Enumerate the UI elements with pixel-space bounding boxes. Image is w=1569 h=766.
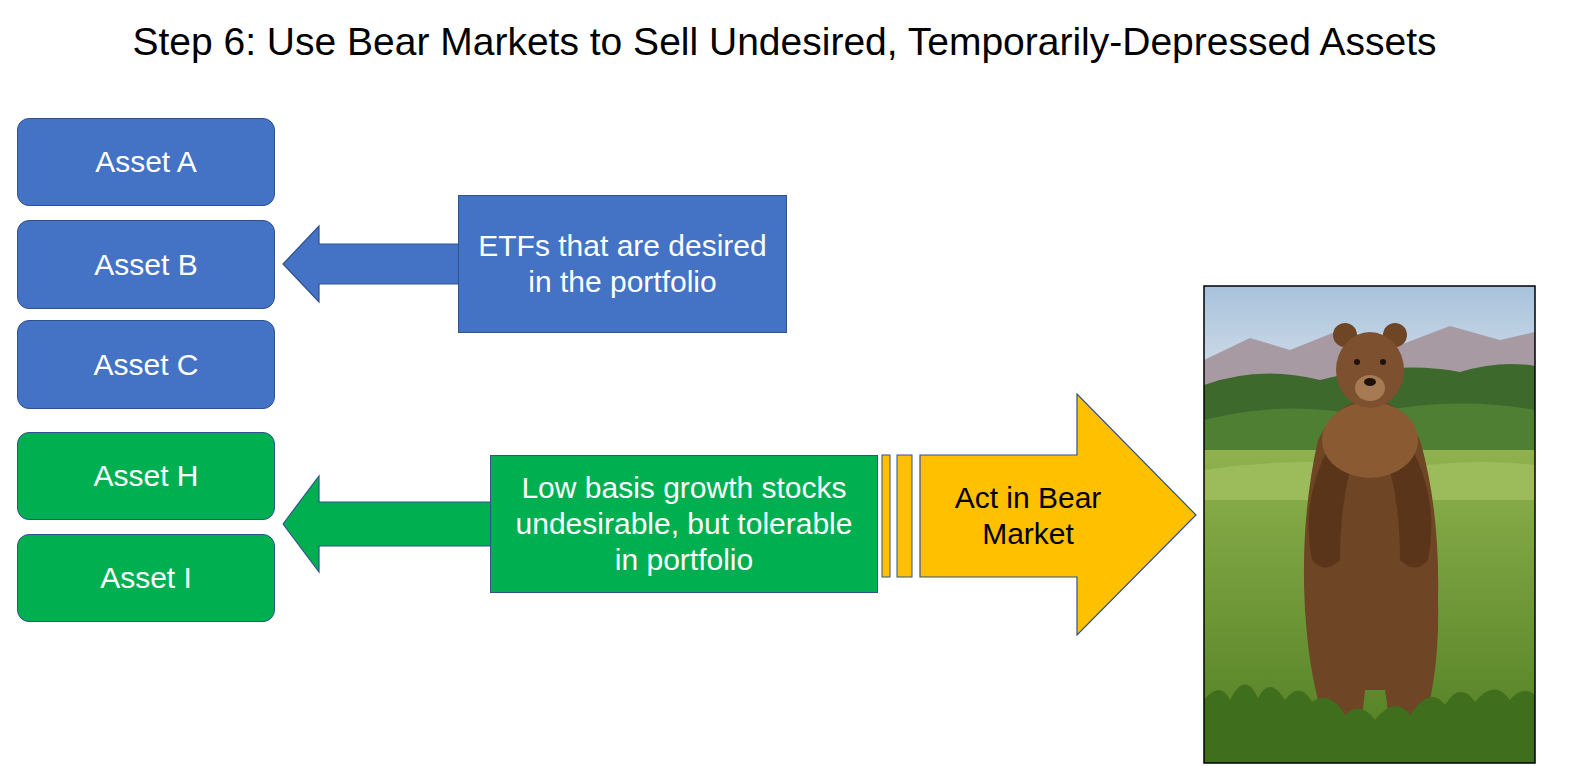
box-label: Low basis growth stocks undesirable, but…: [503, 470, 865, 578]
box-label: Asset A: [95, 144, 197, 180]
photo-scene: [1204, 286, 1535, 763]
title: Step 6: Use Bear Markets to Sell Undesir…: [0, 20, 1569, 64]
asset-box: Asset B: [17, 220, 275, 309]
box-label: Asset I: [100, 560, 192, 596]
arrow-stripe: [882, 455, 890, 577]
bear-eye: [1380, 359, 1386, 365]
action-arrow: Act in Bear Market: [880, 393, 1198, 636]
asset-box: Asset H: [17, 432, 275, 520]
arrow-fill: [283, 524, 491, 572]
bear: [1304, 323, 1438, 738]
arrow-label: Act in Bear Market: [928, 455, 1128, 577]
bear-shoulders: [1322, 402, 1418, 478]
box-label: Asset C: [93, 347, 198, 383]
block-arrow: [283, 226, 459, 302]
asset-box: Asset I: [17, 534, 275, 622]
block-arrow: [283, 476, 491, 524]
arrow-outline: [283, 524, 491, 572]
arrow-outline: [283, 476, 491, 524]
arrow-fill: [283, 476, 491, 524]
callout-arrow-box: Low basis growth stocks undesirable, but…: [490, 455, 878, 593]
arrow-body: [920, 394, 1196, 635]
grass: [1204, 684, 1535, 763]
box-label: Asset B: [94, 247, 197, 283]
block-arrow: [283, 524, 491, 572]
asset-box: Asset C: [17, 320, 275, 409]
bear-eye: [1354, 359, 1360, 365]
arrow-outline: [880, 393, 1198, 636]
arrow-stripe: [897, 455, 912, 577]
box-label: Asset H: [93, 458, 198, 494]
box-label: ETFs that are desired in the portfolio: [471, 228, 774, 300]
photo-frame: [1204, 286, 1535, 763]
callout-arrow-box: ETFs that are desired in the portfolio: [458, 195, 787, 333]
bear-snout: [1355, 375, 1385, 401]
arrow-fill: [283, 226, 459, 302]
bear-body: [1304, 398, 1438, 738]
bear-nose: [1364, 378, 1376, 386]
asset-box: Asset A: [17, 118, 275, 206]
arrow-outline: [283, 226, 459, 302]
bear-head: [1336, 332, 1404, 408]
